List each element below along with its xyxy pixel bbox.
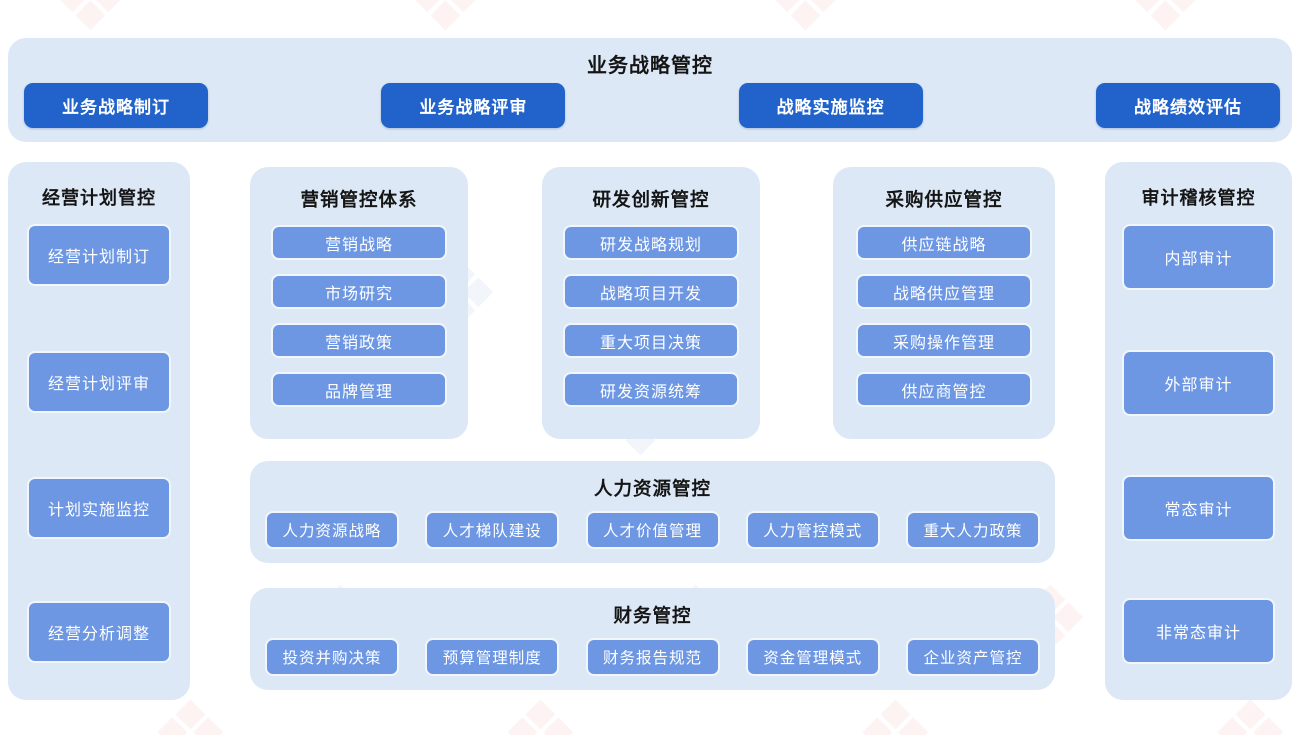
node-strategic-project-development: 战略项目开发 [563, 274, 739, 309]
node-enterprise-asset-control: 企业资产管控 [906, 638, 1040, 676]
audit-title: 审计稽核管控 [1141, 188, 1256, 208]
node-market-research: 市场研究 [271, 274, 447, 309]
business-strategy-buttons: 业务战略制订 业务战略评审 战略实施监控 战略绩效评估 [24, 83, 1280, 128]
business-strategy-panel: 业务战略管控 业务战略制订 业务战略评审 战略实施监控 战略绩效评估 [8, 38, 1292, 142]
watermark-logo-icon: ❖ [855, 685, 936, 735]
node-plan-implementation-monitoring: 计划实施监控 [27, 477, 171, 539]
node-investment-ma-decision: 投资并购决策 [265, 638, 399, 676]
node-procurement-operation-management: 采购操作管理 [856, 323, 1032, 358]
business-strategy-title: 业务战略管控 [587, 55, 713, 77]
operating-plan-title: 经营计划管控 [42, 188, 156, 208]
node-capital-management-model: 资金管理模式 [745, 638, 880, 676]
procurement-items: 供应链战略 战略供应管理 采购操作管理 供应商管控 [833, 225, 1055, 407]
hr-title: 人力资源管控 [593, 478, 711, 499]
rnd-items: 研发战略规划 战略项目开发 重大项目决策 研发资源统筹 [542, 225, 760, 407]
node-strategy-implementation-monitoring: 战略实施监控 [738, 83, 923, 128]
node-operating-analysis-adjustment: 经营分析调整 [27, 601, 171, 663]
rnd-title: 研发创新管控 [592, 189, 710, 210]
node-strategic-supply-management: 战略供应管理 [856, 274, 1032, 309]
node-strategy-formulation: 业务战略制订 [24, 83, 208, 128]
node-hr-strategy: 人力资源战略 [265, 511, 399, 549]
marketing-title: 营销管控体系 [300, 189, 418, 210]
node-major-project-decision: 重大项目决策 [563, 323, 739, 358]
node-rnd-strategy-planning: 研发战略规划 [563, 225, 739, 260]
rnd-panel: 研发创新管控 研发战略规划 战略项目开发 重大项目决策 研发资源统筹 [542, 167, 760, 439]
hr-items: 人力资源战略 人才梯队建设 人才价值管理 人力管控模式 重大人力政策 [265, 511, 1040, 549]
operating-plan-panel: 经营计划管控 经营计划制订 经营计划评审 计划实施监控 经营分析调整 [8, 162, 190, 700]
node-strategy-review: 业务战略评审 [381, 83, 566, 128]
procurement-panel: 采购供应管控 供应链战略 战略供应管理 采购操作管理 供应商管控 [833, 167, 1055, 439]
node-routine-audit: 常态审计 [1122, 475, 1275, 541]
node-plan-review: 经营计划评审 [27, 351, 171, 413]
node-plan-formulation: 经营计划制订 [27, 224, 171, 286]
node-marketing-strategy: 营销战略 [271, 225, 447, 260]
node-internal-audit: 内部审计 [1122, 224, 1275, 290]
node-nonroutine-audit: 非常态审计 [1122, 598, 1275, 664]
marketing-panel: 营销管控体系 营销战略 市场研究 营销政策 品牌管理 [250, 167, 468, 439]
node-brand-management: 品牌管理 [271, 372, 447, 407]
node-financial-reporting-standards: 财务报告规范 [585, 638, 720, 676]
marketing-items: 营销战略 市场研究 营销政策 品牌管理 [250, 225, 468, 407]
node-supply-chain-strategy: 供应链战略 [856, 225, 1032, 260]
finance-panel: 财务管控 投资并购决策 预算管理制度 财务报告规范 资金管理模式 企业资产管控 [250, 588, 1055, 690]
node-strategy-performance-evaluation: 战略绩效评估 [1095, 83, 1280, 128]
node-talent-pipeline: 人才梯队建设 [425, 511, 560, 549]
node-external-audit: 外部审计 [1122, 350, 1275, 416]
finance-title: 财务管控 [613, 605, 692, 626]
node-major-hr-policy: 重大人力政策 [906, 511, 1040, 549]
procurement-title: 采购供应管控 [885, 189, 1003, 210]
finance-items: 投资并购决策 预算管理制度 财务报告规范 资金管理模式 企业资产管控 [265, 638, 1040, 676]
watermark-logo-icon: ❖ [500, 685, 581, 735]
node-rnd-resource-coordination: 研发资源统筹 [563, 372, 739, 407]
audit-panel: 审计稽核管控 内部审计 外部审计 常态审计 非常态审计 [1105, 162, 1292, 700]
node-marketing-policy: 营销政策 [271, 323, 447, 358]
hr-panel: 人力资源管控 人力资源战略 人才梯队建设 人才价值管理 人力管控模式 重大人力政… [250, 461, 1055, 563]
node-hr-control-model: 人力管控模式 [745, 511, 880, 549]
node-supplier-control: 供应商管控 [856, 372, 1032, 407]
node-budget-management-system: 预算管理制度 [425, 638, 560, 676]
node-talent-value-management: 人才价值管理 [585, 511, 720, 549]
